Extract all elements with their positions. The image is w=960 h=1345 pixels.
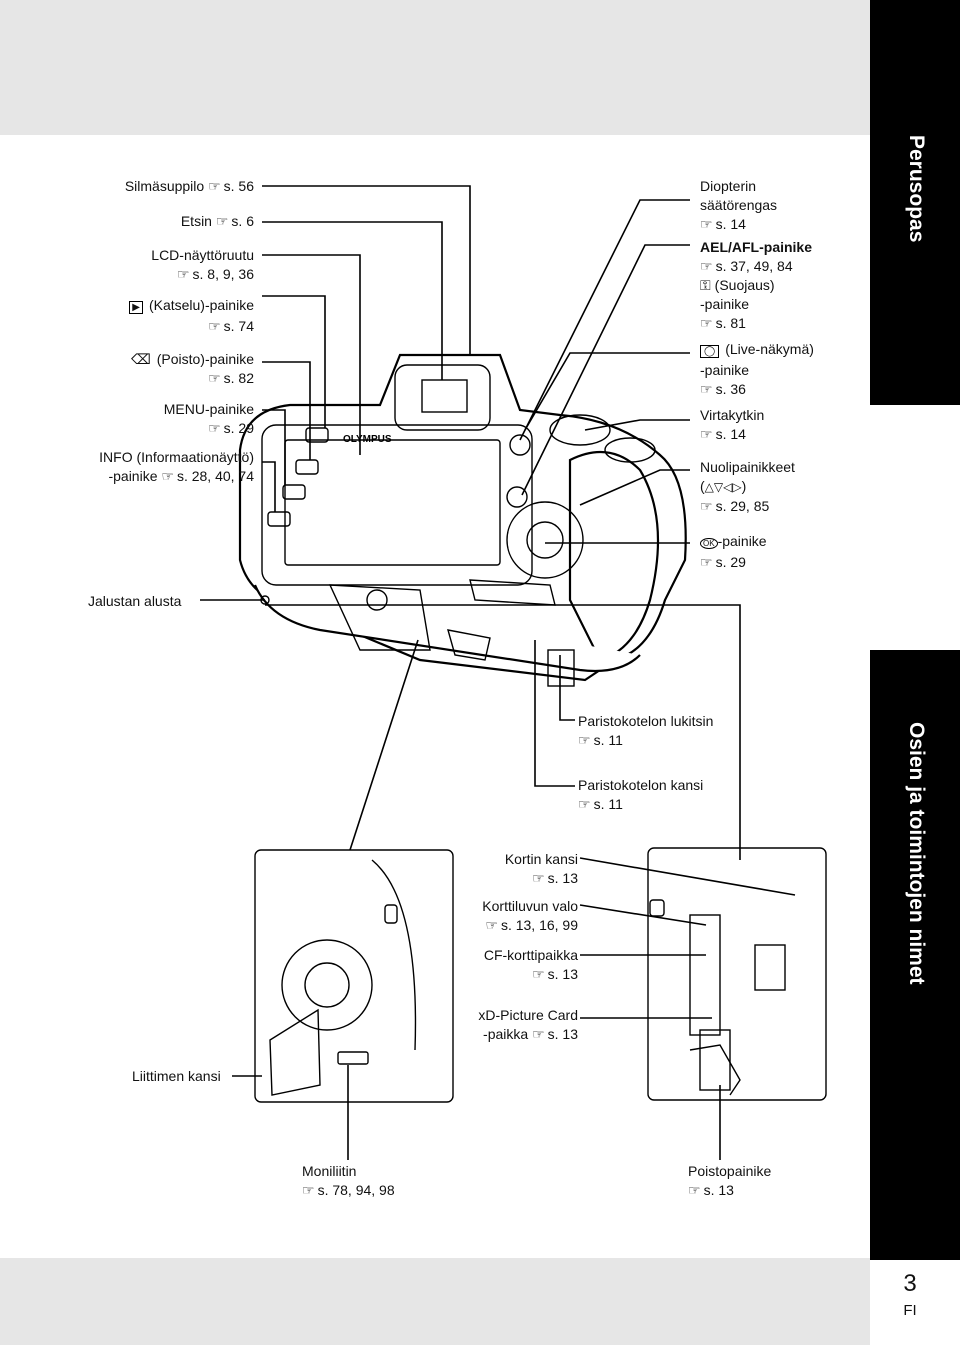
tripod-socket	[366, 589, 388, 611]
ref-cf: s. 13	[484, 965, 578, 984]
ref-silmasuppilo: s. 56	[208, 178, 254, 194]
label-xd: xD-Picture Card-paikka s. 13	[478, 1006, 578, 1044]
tripod-plate	[328, 584, 431, 651]
ref-virta: s. 14	[700, 425, 764, 444]
tab-perusopas[interactable]: Perusopas	[870, 0, 960, 405]
ref-menu: s. 29	[164, 419, 254, 438]
footer-band	[0, 1258, 870, 1345]
ref-ael-2: s. 81	[700, 314, 812, 333]
label-diopteri: Diopterinsäätörengass. 14	[700, 177, 777, 234]
ref-poistopainike: s. 13	[688, 1181, 771, 1200]
ref-xd: s. 13	[532, 1026, 578, 1042]
play-button-shape	[305, 427, 329, 443]
camera-diagram: OLYMPUS	[200, 185, 827, 1160]
card-light-shape	[649, 899, 665, 917]
page-language: FI	[903, 1302, 917, 1319]
ael-button-shape	[509, 434, 531, 456]
ref-nuoli: s. 29, 85	[700, 497, 795, 516]
olympus-logo: OLYMPUS	[343, 434, 392, 445]
camera-grip	[568, 450, 660, 662]
play-icon: ▶	[129, 301, 143, 314]
label-nuoli: Nuolipainikkeet(△▽◁▷)s. 29, 85	[700, 458, 795, 516]
live-button-shape	[506, 486, 528, 508]
label-silmasuppilo: Silmäsuppilo s. 56	[125, 177, 254, 196]
live-view-icon: ◯	[700, 345, 720, 358]
label-jalusta: Jalustan alusta	[88, 593, 182, 609]
label-liitin: Liittimen kansi	[132, 1068, 221, 1084]
ref-paristo: s. 11	[578, 795, 703, 814]
label-info: INFO (Informaationäyttö)-painike s. 28, …	[99, 448, 254, 486]
multi-connector-port	[337, 1051, 369, 1065]
erase-icon: ⌫	[130, 351, 151, 367]
label-ok: OK-painikes. 29	[700, 532, 767, 572]
label-lukitsin: Paristokotelon lukitsins. 11	[578, 712, 713, 750]
ref-korttiluvun: s. 13, 16, 99	[482, 916, 578, 935]
cf-slot-shape	[689, 914, 721, 1036]
header-band	[0, 0, 960, 135]
label-korttiluvun: Korttiluvun valos. 13, 16, 99	[482, 897, 578, 935]
label-menu: MENU-painikes. 29	[164, 400, 254, 438]
ok-icon: OK	[700, 538, 718, 549]
label-kortin: Kortin kansis. 13	[505, 850, 578, 888]
ref-info: s. 28, 40, 74	[161, 468, 254, 484]
tab-perusopas-label: Perusopas	[905, 135, 928, 243]
ref-ok: s. 29	[700, 553, 767, 572]
label-lcd: LCD-näyttöruutus. 8, 9, 36	[151, 246, 254, 284]
label-live: ◯(Live-näkymä)-painikes. 36	[700, 340, 814, 399]
label-moni: Moniliitins. 78, 94, 98	[302, 1162, 395, 1200]
power-switch-shape	[549, 414, 611, 446]
lcd-frame	[261, 424, 533, 586]
label-paristo: Paristokotelon kansis. 11	[578, 776, 703, 814]
ref-diopteri: s. 14	[700, 215, 777, 234]
battery-cover-latch	[547, 649, 575, 687]
inset-connector	[254, 849, 454, 1103]
ref-lukitsin: s. 11	[578, 731, 713, 750]
info-button-shape	[267, 511, 291, 527]
tab-osien-nimet[interactable]: Osien ja toimintojen nimet	[870, 650, 960, 1260]
label-katselu: ▶(Katselu)-painikes. 74	[129, 296, 254, 336]
ref-katselu: s. 74	[129, 317, 254, 336]
menu-button-shape	[282, 484, 306, 500]
page-number-value: 3	[903, 1270, 917, 1297]
label-virta: Virtakytkins. 14	[700, 406, 764, 444]
ref-kortin: s. 13	[505, 869, 578, 888]
ref-ael: s. 37, 49, 84	[700, 257, 812, 276]
label-ael: AEL/AFL-painikes. 37, 49, 84⚿(Suojaus)-p…	[700, 238, 812, 333]
viewfinder-window	[421, 379, 468, 413]
label-etsin: Etsin s. 6	[181, 212, 254, 231]
inset-card-slot	[647, 847, 827, 1101]
xd-slot-shape	[699, 1029, 731, 1091]
erase-button-shape	[295, 459, 319, 475]
ref-lcd: s. 8, 9, 36	[151, 265, 254, 284]
key-icon: ⚿	[700, 277, 711, 293]
ref-live: s. 36	[700, 380, 814, 399]
label-cf: CF-korttipaikkas. 13	[484, 946, 578, 984]
ref-etsin: s. 6	[216, 213, 254, 229]
label-poistopainike: Poistopainikes. 13	[688, 1162, 771, 1200]
ok-button-shape	[526, 521, 564, 559]
ref-moni: s. 78, 94, 98	[302, 1181, 395, 1200]
page-number: 3 FI	[880, 1270, 940, 1319]
tab-osien-nimet-label: Osien ja toimintojen nimet	[905, 722, 928, 985]
ref-poisto: s. 82	[131, 369, 254, 388]
arrow-keys-icon: △▽◁▷	[704, 480, 742, 494]
arrow-pad-shape	[506, 501, 584, 579]
lcd-screen	[284, 439, 501, 566]
label-poisto: ⌫(Poisto)-painikes. 82	[131, 350, 254, 388]
connector-flap	[269, 1008, 321, 1096]
